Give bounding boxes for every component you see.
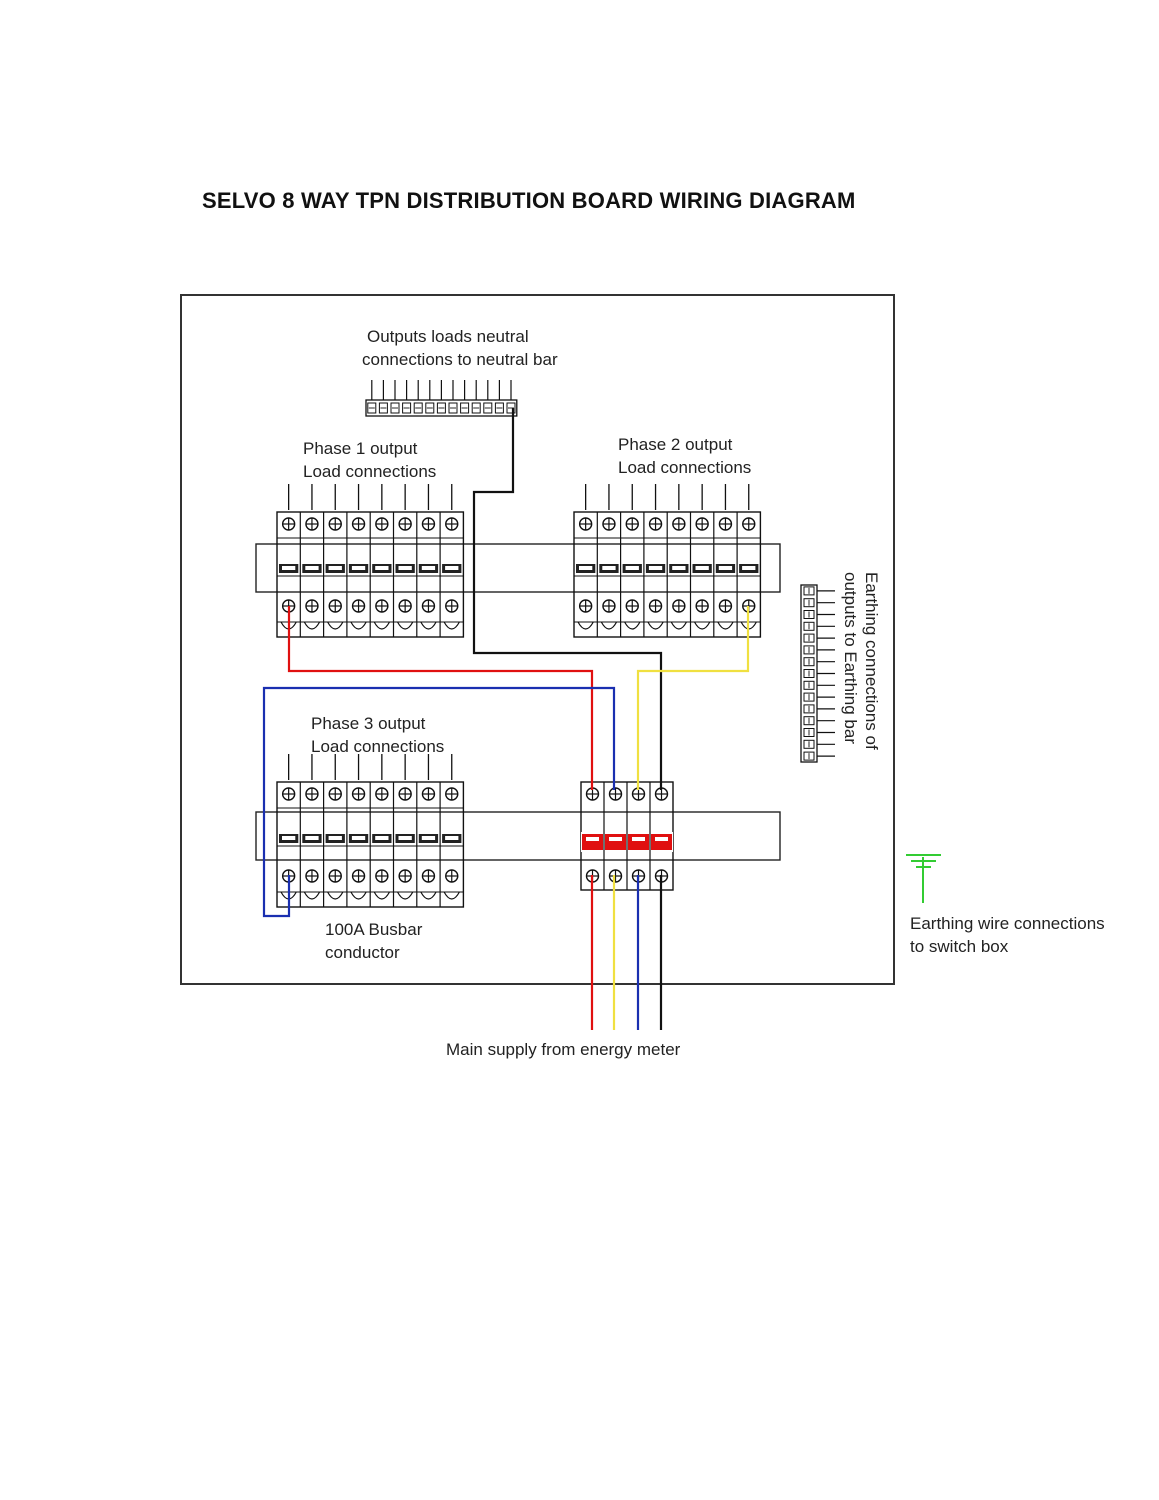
main-switch-pole bbox=[649, 782, 672, 890]
din-rail-top bbox=[255, 543, 781, 593]
neutral-bar-label-line1: Outputs loads neutral bbox=[367, 327, 529, 346]
breaker-way bbox=[369, 754, 394, 907]
breaker-way bbox=[439, 484, 464, 637]
breaker-groups bbox=[276, 484, 762, 908]
phase1-breakers bbox=[276, 484, 465, 638]
earth-bar bbox=[800, 584, 835, 763]
din-rail-bottom bbox=[255, 811, 781, 861]
breaker-way bbox=[392, 484, 417, 637]
breaker-way bbox=[299, 484, 324, 637]
phase2-label-line2: Load connections bbox=[618, 458, 751, 477]
breaker-way bbox=[619, 484, 644, 637]
breaker-way bbox=[416, 484, 441, 637]
neutral-wire bbox=[472, 408, 663, 790]
breaker-way bbox=[392, 754, 417, 907]
breaker-way bbox=[666, 484, 691, 637]
phase3-breakers bbox=[276, 754, 465, 908]
breaker-way bbox=[299, 754, 324, 907]
breaker-way bbox=[416, 754, 441, 907]
breaker-way bbox=[596, 484, 621, 637]
phase2-breakers bbox=[573, 484, 762, 638]
enclosure bbox=[180, 294, 895, 985]
earth-symbol-icon bbox=[906, 854, 941, 903]
breaker-way bbox=[323, 754, 347, 907]
main-switch-pole bbox=[582, 787, 603, 883]
breaker-way bbox=[574, 484, 598, 630]
main-switch-pole bbox=[603, 782, 626, 890]
neutral-bar bbox=[365, 380, 518, 417]
breaker-way bbox=[736, 484, 761, 637]
breaker-way bbox=[689, 484, 714, 637]
page-title: SELVO 8 WAY TPN DISTRIBUTION BOARD WIRIN… bbox=[202, 188, 856, 213]
busbar-label-line1: 100A Busbar bbox=[325, 920, 423, 939]
breaker-way bbox=[346, 754, 371, 907]
breaker-way bbox=[713, 484, 738, 637]
earth-wire-label-line1: Earthing wire connections bbox=[910, 914, 1105, 933]
phase1-label-line2: Load connections bbox=[303, 462, 436, 481]
earth-bar-label-line2: outputs to Earthing bar bbox=[841, 572, 860, 744]
phase2-wire bbox=[636, 606, 750, 790]
main-supply-label: Main supply from energy meter bbox=[446, 1040, 681, 1059]
breaker-way bbox=[346, 484, 371, 637]
main-switch bbox=[580, 781, 674, 891]
breaker-way bbox=[323, 484, 347, 637]
phase1-label-line1: Phase 1 output bbox=[303, 439, 418, 458]
earth-wire-label-line2: to switch box bbox=[910, 937, 1009, 956]
busbar-label-line2: conductor bbox=[325, 943, 400, 962]
phase2-label-line1: Phase 2 output bbox=[618, 435, 733, 454]
breaker-way bbox=[439, 754, 464, 907]
earth-bar-label-line1: Earthing connections of bbox=[862, 572, 881, 750]
breaker-way bbox=[369, 484, 394, 637]
main-switch-pole bbox=[626, 782, 649, 890]
phase3-label-line2: Load connections bbox=[311, 737, 444, 756]
breaker-way bbox=[643, 484, 668, 637]
neutral-bar-label-line2: connections to neutral bar bbox=[362, 350, 558, 369]
phase3-wire bbox=[262, 686, 616, 918]
phase1-wire bbox=[287, 606, 594, 790]
phase3-label-line1: Phase 3 output bbox=[311, 714, 426, 733]
